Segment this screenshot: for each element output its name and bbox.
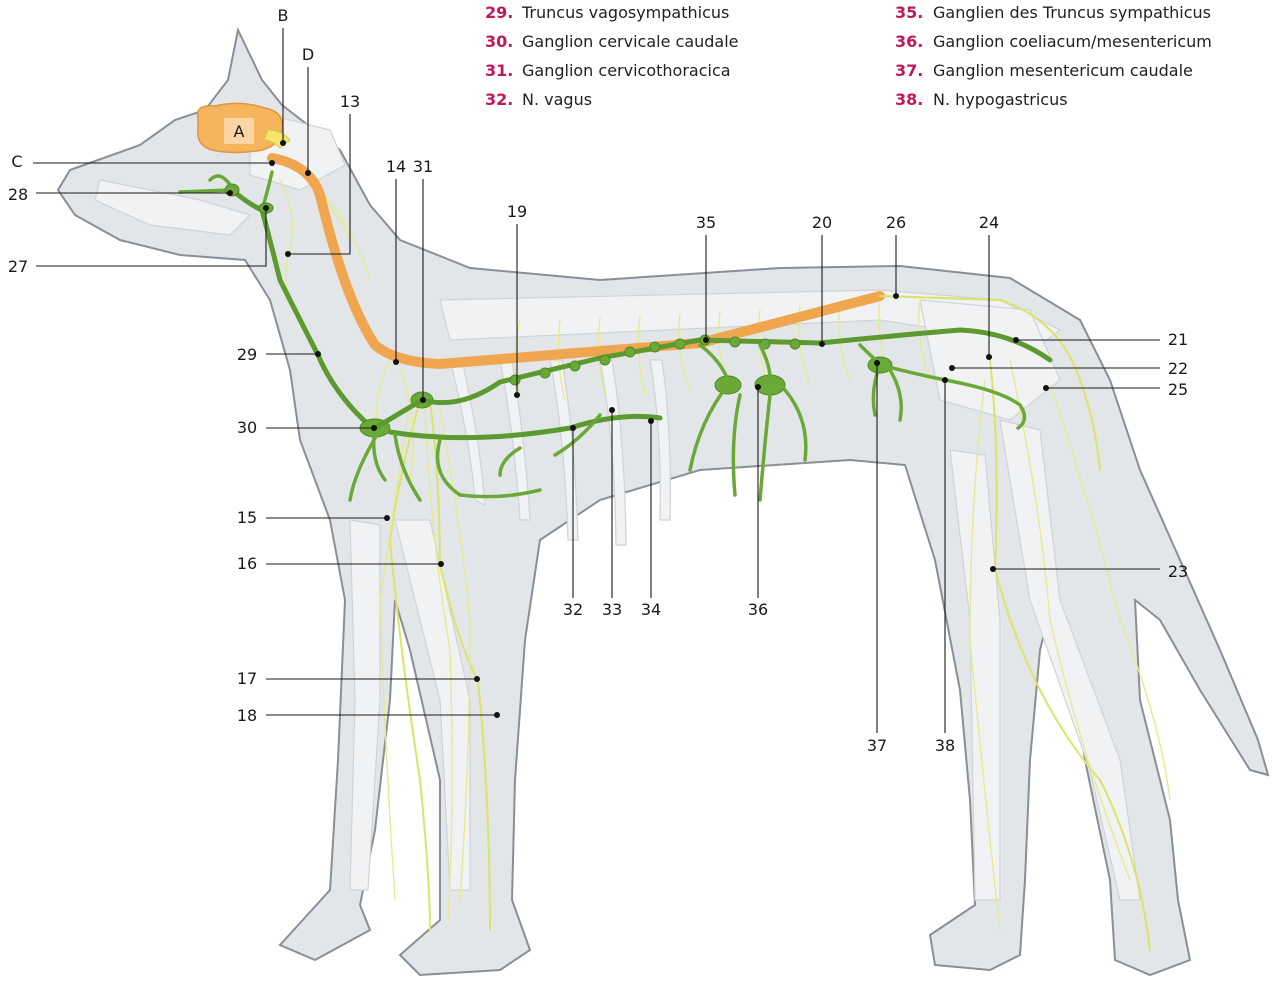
callout-label: 19 <box>507 202 527 221</box>
legend-num: 36. <box>895 32 923 51</box>
legend-text: N. hypogastricus <box>933 90 1068 109</box>
legend-text: Truncus vagosympathicus <box>521 3 729 22</box>
callout-label: 34 <box>641 600 661 619</box>
legend-text: N. vagus <box>522 90 592 109</box>
callout-label: 33 <box>602 600 622 619</box>
legend-num: 31. <box>485 61 513 80</box>
callout-label: C <box>11 152 22 171</box>
callout-label: 36 <box>748 600 768 619</box>
callout-label: 17 <box>237 669 257 688</box>
callout-label: 32 <box>563 600 583 619</box>
callout-label: D <box>302 45 314 64</box>
callout-label: 20 <box>812 213 832 232</box>
legend-col-1: 29. Truncus vagosympathicus 30. Ganglion… <box>485 3 739 109</box>
legend-text: Ganglion coeliacum/mesentericum <box>933 32 1212 51</box>
callout-label: B <box>278 6 289 25</box>
legend-num: 30. <box>485 32 513 51</box>
callout-label: 18 <box>237 706 257 725</box>
callout-label: 13 <box>340 92 360 111</box>
legend-num: 32. <box>485 90 513 109</box>
legend-num: 38. <box>895 90 923 109</box>
callout-label: 37 <box>867 736 887 755</box>
legend-text: Ganglion cervicale caudale <box>522 32 739 51</box>
callout-label: 14 <box>386 157 406 176</box>
callout-label: 27 <box>8 257 28 276</box>
callout-label: 15 <box>237 508 257 527</box>
legend-col-2: 35. Ganglien des Truncus sympathicus 36.… <box>895 3 1212 109</box>
legend-num: 37. <box>895 61 923 80</box>
callout-label: 31 <box>413 157 433 176</box>
callout-label: 38 <box>935 736 955 755</box>
callout-label: 16 <box>237 554 257 573</box>
legend-text: Ganglion cervicothoracica <box>522 61 731 80</box>
callout-label: 28 <box>8 185 28 204</box>
callout-label: 23 <box>1168 562 1188 581</box>
legend-num: 29. <box>485 3 513 22</box>
brain-label: A <box>234 122 245 141</box>
callout-label: 35 <box>696 213 716 232</box>
callout-label: 29 <box>237 345 257 364</box>
callout-label: 30 <box>237 418 257 437</box>
legend-text: Ganglien des Truncus sympathicus <box>933 3 1211 22</box>
callout-label: 26 <box>886 213 906 232</box>
callout-label: 24 <box>979 213 999 232</box>
callout-label: 21 <box>1168 330 1188 349</box>
legend: 29. Truncus vagosympathicus 30. Ganglion… <box>485 3 1212 109</box>
legend-text: Ganglion mesentericum caudale <box>933 61 1193 80</box>
callout-label: 25 <box>1168 380 1188 399</box>
callout-label: 22 <box>1168 359 1188 378</box>
legend-num: 35. <box>895 3 923 22</box>
